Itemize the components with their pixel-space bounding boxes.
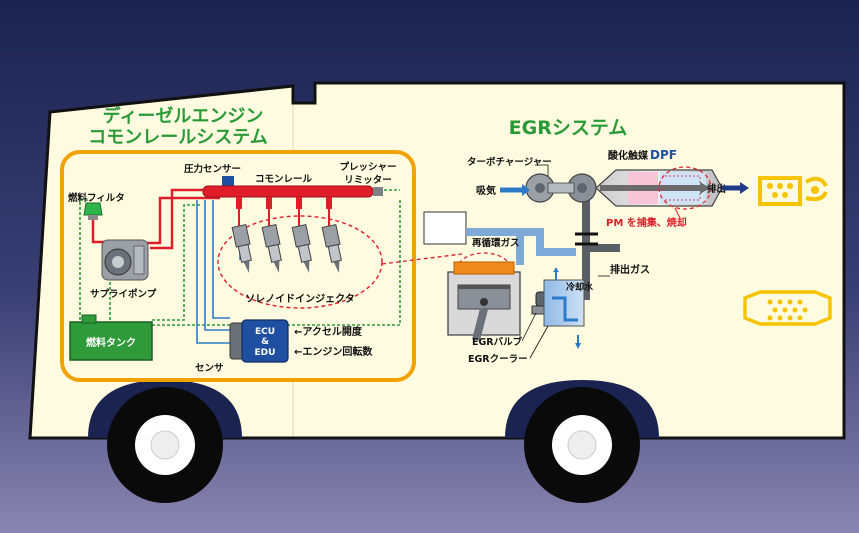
engine-speed-input-label: ←エンジン回転数 xyxy=(294,345,373,358)
recirculated-gas-label: 再循環ガス xyxy=(472,237,520,249)
ecu-label: ECU xyxy=(255,327,275,337)
exhaust-gas-label: 排出ガス xyxy=(610,263,650,276)
supply-pump-icon xyxy=(101,239,149,281)
recirculation-pipe xyxy=(466,228,576,256)
injector-icon xyxy=(291,223,312,273)
accelerator-input-label: ←アクセル開度 xyxy=(294,325,363,338)
muffler-filter-icon xyxy=(743,290,832,326)
turbocharger-icon xyxy=(525,173,597,203)
exhaust-particle-icon xyxy=(758,176,828,206)
fuel-filter-label: 燃料フィルタ xyxy=(68,192,125,204)
oxidation-catalyst-label: 酸化触媒 xyxy=(608,149,649,162)
egr-system-title: EGRシステム xyxy=(509,117,628,139)
pressure-limiter-label-1: プレッシャー xyxy=(339,161,396,173)
fuel-high-pressure-lines xyxy=(91,188,220,250)
turbocharger-label: ターボチャージャー xyxy=(467,156,552,168)
ecu-edu-unit: ECU & EDU xyxy=(229,319,289,363)
engine-cylinder xyxy=(447,261,521,341)
common-rail-title: コモンレールシステム xyxy=(88,127,267,148)
common-rail-pipe xyxy=(202,185,374,198)
injector-icon xyxy=(231,223,252,273)
pm-capture-label: PM を捕集、焼却 xyxy=(606,216,687,229)
dpf-highlight-ellipse xyxy=(658,166,712,210)
sensor-label: センサ xyxy=(195,363,224,374)
exhaust-out-label: 排出 xyxy=(707,183,726,195)
dpf-label: DPF xyxy=(650,148,677,162)
common-rail-label: コモンレール xyxy=(255,174,313,185)
injector-icon xyxy=(261,223,282,273)
pressure-sensor-label: 圧力センサー xyxy=(184,163,241,175)
pressure-limiter-label-2: リミッター xyxy=(344,174,392,186)
solenoid-injectors xyxy=(231,223,342,273)
fuel-tank: 燃料タンク xyxy=(69,314,153,361)
egr-cooler-label: EGRクーラー xyxy=(468,354,528,365)
solenoid-injector-label: ソレノイドインジェクタ xyxy=(245,293,355,305)
supply-pump-label: サプライポンプ xyxy=(90,288,157,300)
fuel-filter-icon xyxy=(83,202,103,220)
intake-air-box xyxy=(423,211,467,245)
rail-drop-lines xyxy=(236,197,332,209)
egr-valve-label: EGRバルブ xyxy=(472,336,523,348)
pressure-limiter-icon xyxy=(373,187,383,196)
front-wheel xyxy=(107,387,223,503)
edu-label: EDU xyxy=(255,348,276,358)
pressure-sensor-icon xyxy=(222,176,234,186)
fuel-tank-label: 燃料タンク xyxy=(86,336,136,349)
rear-wheel xyxy=(524,387,640,503)
egr-cooler-icon xyxy=(543,279,585,327)
injector-highlight-ellipse xyxy=(217,215,383,309)
coolant-label: 冷却水 xyxy=(566,281,594,293)
diesel-engine-title: ディーゼルエンジン xyxy=(103,105,264,127)
injector-icon xyxy=(321,223,342,273)
intake-label: 吸気 xyxy=(476,184,496,197)
ecu-amp-label: & xyxy=(261,337,269,347)
